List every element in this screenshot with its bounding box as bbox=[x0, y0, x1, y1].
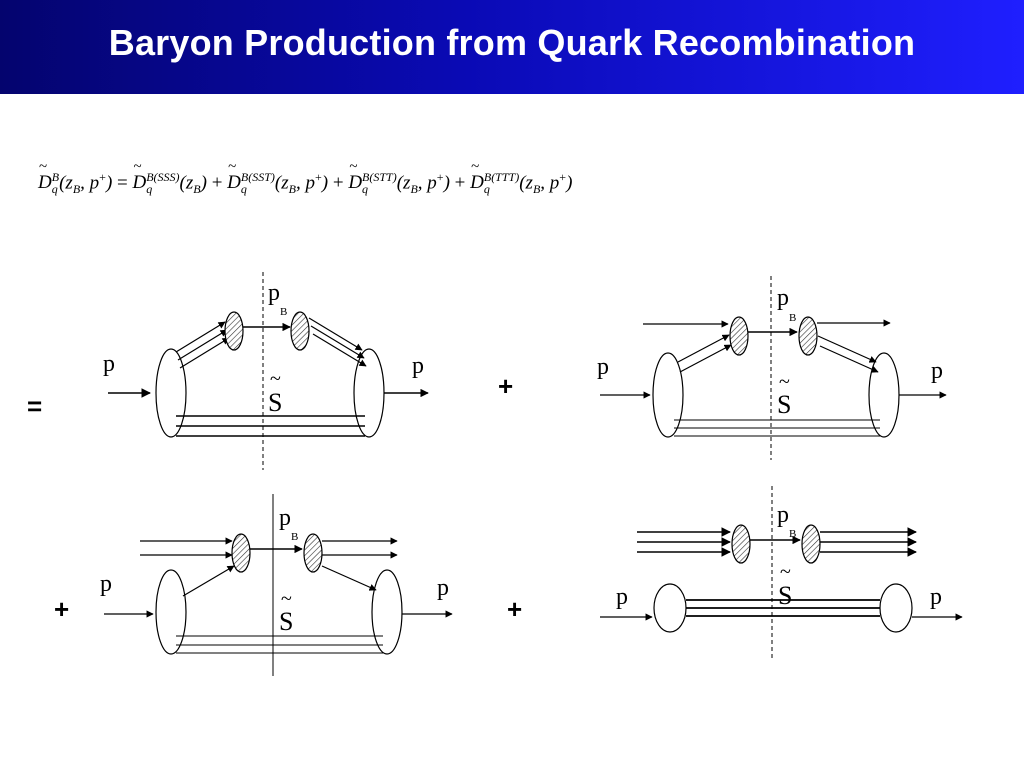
left-blob bbox=[155, 348, 187, 438]
label-p-out: p bbox=[412, 353, 424, 379]
plus-sign-3: + bbox=[507, 594, 523, 624]
svg-text:p: p bbox=[930, 584, 942, 610]
label-p-in: p bbox=[103, 351, 115, 377]
label-pB-sub: B bbox=[280, 306, 287, 318]
svg-text:p: p bbox=[777, 285, 789, 311]
svg-text:S: S bbox=[777, 390, 791, 419]
svg-text:p: p bbox=[616, 584, 628, 610]
diagram-sst: p p p B ~ S bbox=[597, 276, 947, 460]
svg-text:~: ~ bbox=[779, 371, 790, 393]
svg-text:S: S bbox=[279, 607, 293, 636]
svg-text:S: S bbox=[778, 581, 792, 610]
hadron-blob-left bbox=[224, 311, 244, 351]
hadron-blob-right bbox=[290, 311, 310, 351]
svg-text:p: p bbox=[437, 575, 449, 601]
svg-text:B: B bbox=[789, 528, 796, 540]
svg-text:p: p bbox=[100, 571, 112, 597]
svg-text:~: ~ bbox=[780, 561, 791, 583]
svg-text:B: B bbox=[291, 531, 298, 543]
formula-term-ttt: D bbox=[470, 172, 484, 193]
svg-text:p: p bbox=[597, 354, 609, 380]
formula-term-sss: D bbox=[132, 172, 146, 193]
plus-sign-1: + bbox=[498, 371, 514, 401]
formula-term-sst: D bbox=[227, 172, 241, 193]
equals-sign: = bbox=[27, 391, 43, 421]
label-pB: p bbox=[268, 280, 280, 306]
recombination-formula: DqB(zB, p+) = DqB(SSS)(zB) + DqB(SST)(zB… bbox=[38, 170, 978, 220]
svg-text:p: p bbox=[279, 505, 291, 531]
svg-text:p: p bbox=[931, 358, 943, 384]
label-tilde: ~ bbox=[270, 368, 281, 390]
diagram-sss: p p p B ~ S bbox=[103, 272, 429, 470]
formula-term-stt: D bbox=[348, 172, 362, 193]
diagram-stt: p p p B ~ S bbox=[100, 494, 453, 676]
label-S: S bbox=[268, 388, 282, 417]
svg-text:p: p bbox=[777, 502, 789, 528]
formula-lhs: D bbox=[38, 172, 52, 193]
diagram-ttt: p p p B ~ S bbox=[600, 486, 963, 660]
title-bar: Baryon Production from Quark Recombinati… bbox=[0, 0, 1024, 94]
plus-sign-2: + bbox=[54, 594, 70, 624]
slide-title: Baryon Production from Quark Recombinati… bbox=[108, 22, 916, 63]
svg-text:B: B bbox=[789, 312, 796, 324]
svg-text:~: ~ bbox=[281, 588, 292, 610]
right-blob bbox=[353, 348, 385, 438]
